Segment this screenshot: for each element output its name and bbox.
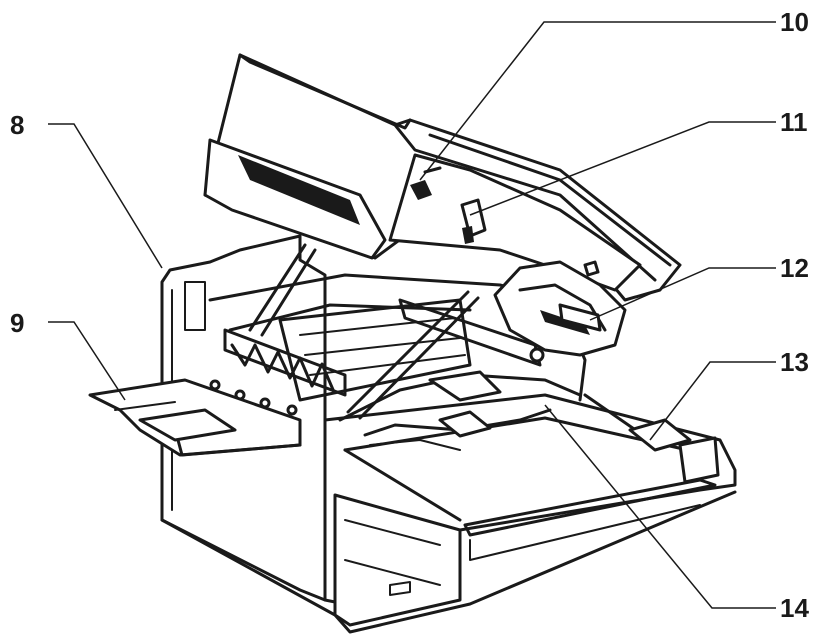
leader-11	[469, 121, 776, 216]
printer-interior	[208, 273, 692, 452]
callout-13: 13	[780, 347, 809, 377]
callout-14: 14	[780, 593, 809, 623]
printer-base	[160, 234, 737, 634]
callout-11: 11	[780, 107, 808, 137]
feed-roller-holes	[209, 379, 298, 416]
callout-10: 10	[780, 7, 809, 37]
leader-lines	[48, 21, 776, 609]
callout-12: 12	[780, 253, 809, 283]
leader-9	[48, 321, 126, 401]
callout-8: 8	[10, 110, 25, 140]
support-struts	[248, 243, 480, 420]
leader-8	[48, 123, 163, 269]
leader-12	[589, 267, 776, 321]
fuser-unit	[398, 260, 627, 367]
leader-13	[649, 361, 776, 441]
leader-14	[544, 404, 776, 609]
output-tray	[88, 378, 302, 457]
callout-9: 9	[10, 308, 25, 338]
top-cover	[203, 53, 682, 302]
leader-10	[419, 21, 776, 181]
